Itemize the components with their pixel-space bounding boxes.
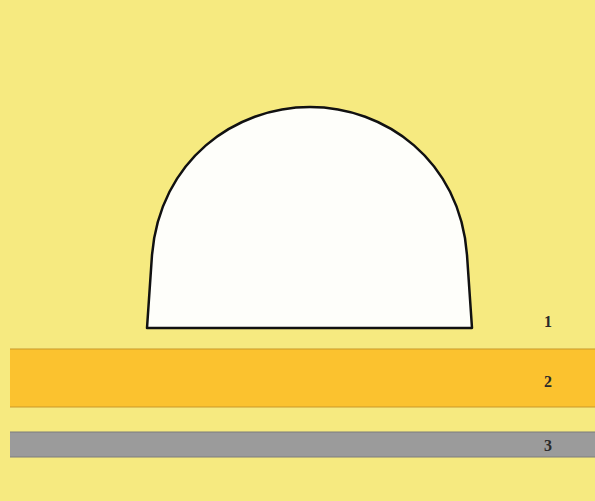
gray-layer — [10, 432, 595, 457]
layer-boundary — [10, 432, 595, 433]
layer-boundary — [10, 349, 595, 350]
layer-number-box: 2 — [544, 373, 552, 391]
layer-boundary — [10, 457, 595, 458]
layer-number-box: 3 — [544, 437, 552, 455]
orange-layer — [10, 349, 595, 407]
layer-number: 1 — [544, 313, 552, 330]
layer-number: 3 — [544, 437, 552, 454]
layer-number-box: 1 — [544, 313, 552, 331]
layer-number: 2 — [544, 373, 552, 390]
tunnel-section — [147, 107, 472, 328]
layer-boundary — [10, 407, 595, 408]
